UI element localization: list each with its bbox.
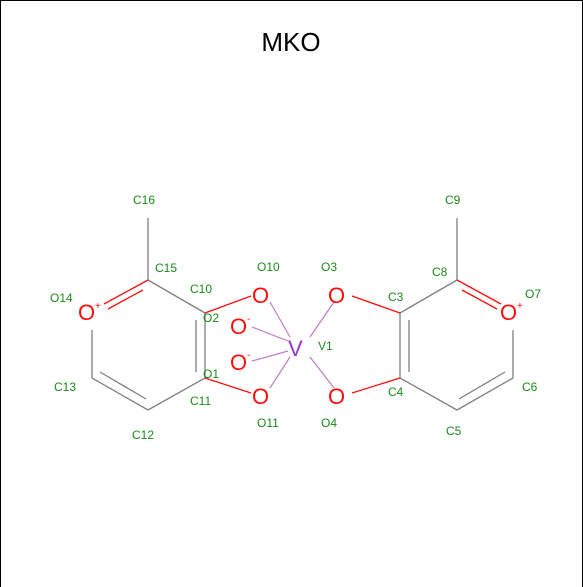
bond-v-o3 (309, 301, 335, 338)
label-c3: C3 (388, 290, 404, 304)
bond-v-o4 (309, 356, 335, 389)
bond-c10-o10 (204, 295, 252, 314)
label-c10: C10 (190, 282, 212, 296)
symbol-o14: O (78, 300, 95, 325)
label-c8: C8 (432, 265, 448, 279)
symbol-o7: O (500, 300, 517, 325)
label-c9: C9 (445, 193, 461, 207)
bond-v-o1 (251, 350, 289, 362)
label-c5: C5 (446, 424, 462, 438)
bond-c12-c13 (91, 377, 149, 411)
bond-c8-o7-inner (461, 289, 498, 310)
label-o11: O11 (257, 416, 279, 430)
bond-c4-c5 (399, 377, 458, 411)
bond-c11-c12 (147, 377, 206, 411)
coordination-bonds (251, 301, 335, 389)
symbol-o1: O (230, 350, 247, 375)
diagram-title: MKO (261, 27, 320, 57)
label-c13: C13 (54, 380, 76, 394)
atom-labels: C16 C15 C10 O10 O3 C3 C8 C9 O7 O14 O2 V1… (50, 193, 541, 442)
bond-c15-c10 (147, 279, 206, 314)
bond-c5-c6 (456, 377, 514, 411)
bond-v-o2 (251, 326, 289, 342)
charge-o2: - (247, 314, 250, 325)
bond-c8-o7 (456, 279, 502, 305)
symbol-o10: O (252, 283, 269, 308)
label-c4: C4 (388, 385, 404, 399)
bonds-left-oxygen (103, 279, 252, 394)
label-c12: C12 (132, 428, 154, 442)
label-c11: C11 (190, 394, 211, 408)
bond-c8-c3 (399, 279, 458, 314)
bond-c3-o3 (351, 295, 401, 314)
symbol-o3: O (328, 283, 345, 308)
charge-o7: + (517, 301, 523, 312)
symbol-o2: O (230, 314, 247, 339)
label-o2: O2 (203, 311, 219, 325)
label-o1: O1 (203, 367, 219, 381)
label-o3: O3 (321, 260, 337, 274)
bonds-right-oxygen (351, 279, 502, 394)
label-c6: C6 (522, 380, 538, 394)
bond-v-o11 (269, 356, 291, 389)
label-o10: O10 (257, 260, 280, 274)
bond-c4-o4 (351, 377, 401, 394)
charge-o14: + (95, 301, 101, 312)
charge-o1: - (247, 350, 250, 361)
label-v1: V1 (318, 339, 333, 353)
label-o4: O4 (321, 416, 337, 430)
bond-c5-c6-inner (458, 371, 506, 400)
bonds-left-ring (91, 218, 206, 411)
element-symbols: O + O O - O - O V O O O + (78, 283, 523, 409)
symbol-o11: O (252, 384, 269, 409)
bond-c15-o14-inner (107, 289, 144, 310)
symbol-v1: V (288, 336, 303, 361)
label-o7: O7 (525, 287, 541, 301)
label-c15: C15 (155, 261, 177, 275)
bond-c15-o14 (103, 279, 149, 305)
label-o14: O14 (50, 291, 73, 305)
symbol-o4: O (328, 384, 345, 409)
label-c16: C16 (133, 193, 155, 207)
bond-v-o10 (269, 301, 291, 338)
bonds-right-ring (399, 218, 514, 411)
bond-c11-o11 (204, 377, 252, 394)
bond-c12-c13-inner (99, 371, 147, 400)
